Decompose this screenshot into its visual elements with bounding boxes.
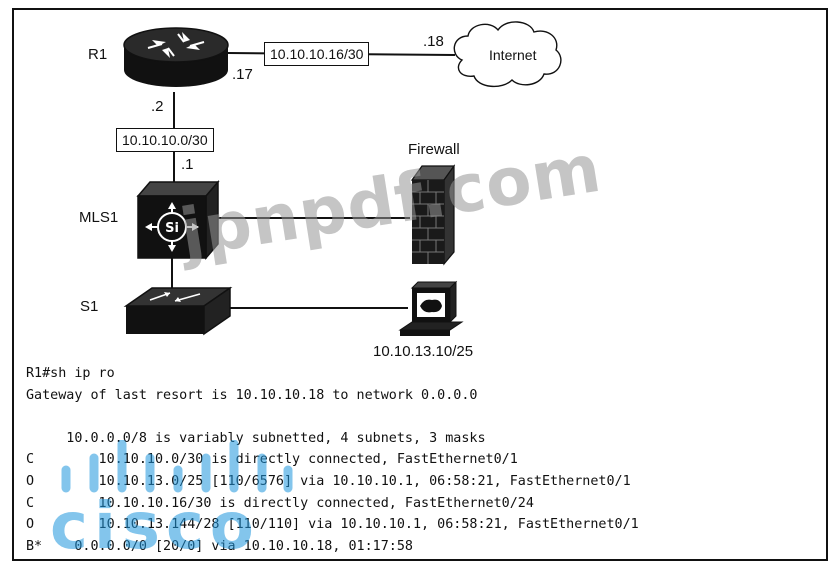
firewall-icon: [410, 164, 456, 266]
multilayer-switch-mls1-icon: Si: [136, 179, 220, 261]
host-ip-label: 10.10.13.10/25: [373, 343, 474, 360]
cli-line: Gateway of last resort is 10.10.10.18 to…: [26, 387, 478, 403]
host-pc-icon: [398, 280, 464, 336]
internet-interface-label: .18: [423, 33, 444, 50]
internet-label: Internet: [489, 47, 537, 63]
cli-line: O 10.10.13.144/28 [110/110] via 10.10.10…: [26, 517, 639, 533]
cisco-bars-icon: [61, 440, 293, 493]
r1-label: R1: [88, 46, 108, 63]
network-r1-mls1-label: 10.10.10.0/30: [116, 128, 214, 152]
firewall-label: Firewall: [408, 141, 460, 158]
cli-line: B* 0.0.0.0/0 [20/0] via 10.10.10.18, 01:…: [26, 538, 413, 554]
r1-mls1-interface-label: .2: [151, 98, 164, 115]
mls1-r1-interface-label: .1: [181, 156, 194, 173]
router-r1-icon: [123, 27, 229, 87]
cli-line: C 10.10.10.16/30 is directly connected, …: [26, 495, 534, 511]
network-r1-internet-label: 10.10.10.16/30: [264, 42, 370, 66]
internet-cloud-icon: [453, 21, 562, 87]
diagram-frame: [12, 8, 828, 561]
r1-internet-interface-label: .17: [232, 66, 253, 83]
switch-s1-icon: [123, 286, 233, 336]
mls1-si-mark: Si: [165, 221, 179, 236]
mls1-label: MLS1: [79, 209, 119, 226]
s1-label: S1: [80, 298, 99, 315]
cli-line: R1#sh ip ro: [26, 366, 115, 381]
cisco-wordmark: cisco: [50, 490, 260, 564]
cli-line: 10.0.0.0/8 is variably subnetted, 4 subn…: [26, 430, 486, 446]
cisco-logo-watermark: cisco: [50, 440, 310, 565]
